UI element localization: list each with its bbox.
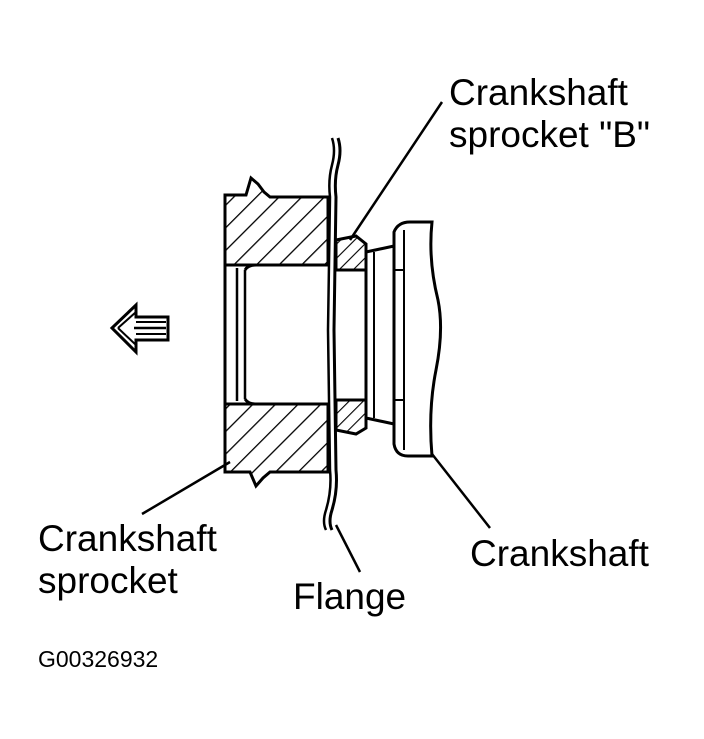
leader-flange: [334, 524, 362, 573]
leader-sprocket: [141, 460, 231, 516]
flange: [322, 137, 342, 531]
crankshaft: [364, 220, 443, 458]
label-crankshaft-sprocket: Crankshaft sprocket: [38, 518, 217, 602]
label-flange: Flange: [293, 576, 407, 617]
leader-lines: [141, 101, 491, 573]
label-crankshaft-sprocket-b: Crankshaft sprocket "B": [449, 72, 650, 156]
label-line: sprocket: [38, 560, 178, 601]
label-line: sprocket "B": [449, 114, 651, 155]
leader-sprocket-b: [348, 101, 444, 241]
label-line: Crankshaft: [449, 72, 628, 113]
figure-code: G00326932: [38, 646, 159, 672]
arrow-left-icon: [109, 301, 170, 356]
label-crankshaft: Crankshaft: [470, 533, 649, 574]
leader-crankshaft: [431, 453, 491, 529]
label-line: Crankshaft: [38, 518, 217, 559]
crankshaft-sprocket-b: [334, 234, 368, 436]
crankshaft-sprocket: [223, 175, 330, 489]
